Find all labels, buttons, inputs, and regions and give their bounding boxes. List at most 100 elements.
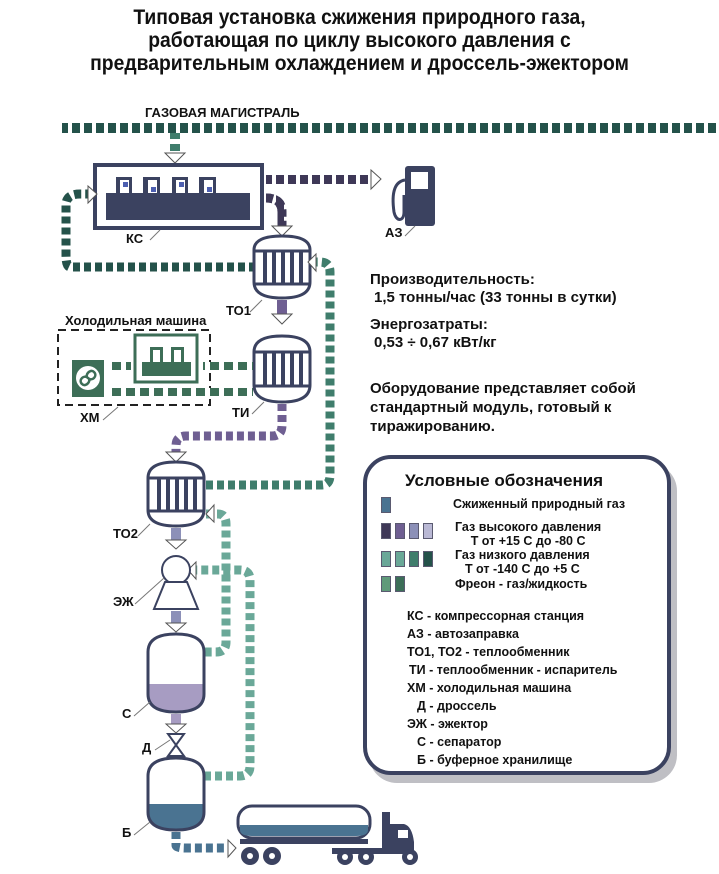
label-to2: ТО2 xyxy=(113,526,138,541)
throttle-valve-icon xyxy=(166,733,186,757)
fuel-dispenser-icon xyxy=(391,166,435,226)
legend-title: Условные обозначения xyxy=(405,471,604,490)
heat-exchanger-ti xyxy=(252,334,312,404)
title-line-2: работающая по циклу высокого давления с xyxy=(148,29,571,52)
label-az: АЗ xyxy=(385,225,403,240)
label-ti: ТИ xyxy=(232,405,249,420)
label-xm: ХМ xyxy=(80,410,100,425)
capacity-value: 1,5 тонны/час (33 тонны в сутки) xyxy=(374,289,617,306)
abbr-d: Д - дроссель xyxy=(417,699,497,713)
freon-pipe-left xyxy=(109,362,131,370)
label-ezh: ЭЖ xyxy=(113,594,134,609)
ejector xyxy=(152,555,200,610)
buffer-storage-vessel xyxy=(146,756,206,832)
leader-to1 xyxy=(249,299,263,313)
pipe-ks-to-az xyxy=(266,175,371,184)
legend-lp-sub: Т от -140 С до +5 С xyxy=(464,562,580,576)
legend-swatch-high-pressure xyxy=(381,523,437,541)
leader-d xyxy=(154,739,171,751)
chiller-compressor xyxy=(133,333,199,384)
heat-exchanger-to1 xyxy=(252,234,312,300)
leader-xm xyxy=(102,406,119,421)
arrow-to-to2-right-icon xyxy=(205,503,215,524)
swatch-lp-2 xyxy=(395,551,405,567)
leader-ks xyxy=(149,229,161,241)
separator-vessel xyxy=(146,632,206,714)
heat-exchanger-to2 xyxy=(146,460,206,528)
capacity-label: Производительность: xyxy=(370,271,535,288)
compressor-station xyxy=(93,163,264,230)
freon-pipe-right xyxy=(203,362,253,370)
diagram-title: Типовая установка сжижения природного га… xyxy=(29,6,690,75)
abbr-ti: ТИ - теплообменник - испаритель xyxy=(409,663,618,677)
abbr-xm: ХМ - холодильная машина xyxy=(407,681,572,695)
legend-item-freon: Фреон - газ/жидкость xyxy=(455,577,588,591)
pipe-ti-to-to2 xyxy=(171,404,287,452)
legend-item-high-pressure: Газ высокого давления Т от +15 С до -80 … xyxy=(455,520,601,548)
arrow-to-ejector-top-icon xyxy=(164,539,188,550)
swatch-hp-1 xyxy=(381,523,391,539)
legend-hp-sub: Т от +15 С до -80 С xyxy=(470,534,586,548)
capacity-block: Производительность: 1,5 тонны/час (33 то… xyxy=(370,271,617,307)
energy-value: 0,53 ÷ 0,67 кВт/кг xyxy=(374,334,497,351)
arrow-to-ti-icon xyxy=(270,313,294,325)
title-line-3: предварительным охлаждением и дроссель-э… xyxy=(90,52,629,75)
swatch-hp-2 xyxy=(395,523,405,539)
abbr-az: АЗ - автозаправка xyxy=(407,627,519,641)
description-line-3: тиражированию. xyxy=(370,418,495,435)
leader-b xyxy=(133,821,151,836)
arrow-to-throttle-icon xyxy=(164,723,188,734)
description-block: Оборудование представляет собой стандарт… xyxy=(370,379,636,436)
abbr-ks: КС - компрессорная станция xyxy=(407,609,585,623)
gas-main-pipe xyxy=(62,123,719,133)
pipe-separator-to-throttle xyxy=(171,714,181,724)
swatch-hp-3 xyxy=(409,523,419,539)
legend-item-lng: Сжиженный природный газ xyxy=(453,497,626,511)
leader-ti xyxy=(251,401,265,415)
title-line-1: Типовая установка сжижения природного га… xyxy=(133,6,586,29)
legend-swatch-low-pressure xyxy=(381,551,437,569)
feed-arrow-icon xyxy=(163,152,187,164)
swatch-lp-4 xyxy=(423,551,433,567)
arrow-to-ks-icon xyxy=(87,184,98,205)
pipe-to1-to-ks-return xyxy=(61,189,256,272)
label-s: С xyxy=(122,706,132,721)
arrow-to-to1-right-icon xyxy=(307,252,317,273)
freon-pipe-bottom xyxy=(108,388,253,396)
swatch-lp-1 xyxy=(381,551,391,567)
description-line-2: стандартный модуль, готовый к xyxy=(370,399,612,416)
legend-swatch-lng xyxy=(381,497,395,515)
pipe-buffer-to-truck xyxy=(171,832,228,853)
abbr-ezh: ЭЖ - эжектор xyxy=(407,717,488,731)
leader-ezh xyxy=(134,577,165,605)
abbr-b: Б - буферное хранилище xyxy=(417,753,573,767)
arrow-to-separator-icon xyxy=(164,622,188,633)
swatch-freon-2 xyxy=(395,576,405,592)
pipe-separator-to-to2 xyxy=(204,509,231,657)
pipe-to2-to-to1 xyxy=(206,257,335,490)
main-line-label: ГАЗОВАЯ МАГИСТРАЛЬ xyxy=(145,105,300,120)
legend-hp-text: Газ высокого давления xyxy=(455,520,602,534)
feed-pipe xyxy=(170,133,180,153)
arrow-to-truck-icon xyxy=(227,838,237,859)
label-chiller-title: Холодильная машина xyxy=(65,313,207,328)
leader-to2 xyxy=(137,523,151,537)
leader-az xyxy=(404,225,416,237)
energy-label: Энергозатраты: xyxy=(370,316,488,333)
pipe-ejector-to-separator xyxy=(171,611,181,623)
abbr-to: ТО1, ТО2 - теплообменник xyxy=(407,645,570,659)
label-d: Д xyxy=(142,740,152,755)
swatch-lp-3 xyxy=(409,551,419,567)
pipe-buffer-to-ejector xyxy=(196,565,255,781)
description-line-1: Оборудование представляет собой xyxy=(370,380,636,397)
energy-block: Энергозатраты: 0,53 ÷ 0,67 кВт/кг xyxy=(370,316,497,352)
leader-s xyxy=(133,701,151,717)
swatch-freon-1 xyxy=(381,576,391,592)
swatch-hp-4 xyxy=(423,523,433,539)
label-b: Б xyxy=(122,825,131,840)
pipe-to2-to-ejector xyxy=(171,528,181,540)
legend-swatch-freon xyxy=(381,576,409,594)
label-to1: ТО1 xyxy=(226,303,251,318)
arrow-to-ejector-icon xyxy=(187,560,197,581)
